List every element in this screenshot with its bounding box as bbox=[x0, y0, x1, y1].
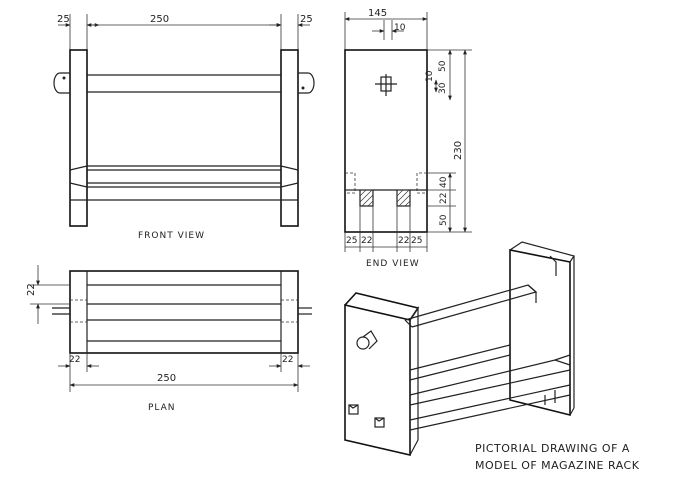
pictorial-title-line1: PICTORIAL DRAWING OF A bbox=[475, 442, 630, 455]
dim-end-bottom-25b: 25 bbox=[411, 236, 422, 246]
dim-end-slot: 10 bbox=[394, 23, 406, 33]
plan-label: PLAN bbox=[148, 403, 176, 413]
dim-end-22: 22 bbox=[439, 193, 449, 204]
front-view: 25 250 25 FRONT VIEW bbox=[53, 14, 315, 241]
dim-front-left: 25 bbox=[57, 14, 70, 25]
dim-end-width: 145 bbox=[368, 8, 387, 19]
dim-end-40: 40 bbox=[439, 176, 449, 188]
dim-end-10: 10 bbox=[425, 70, 435, 82]
dim-end-bottom-22a: 22 bbox=[361, 236, 372, 246]
front-view-label: FRONT VIEW bbox=[138, 231, 205, 241]
dim-plan-left: 22 bbox=[69, 355, 80, 365]
dim-end-bottom-22b: 22 bbox=[398, 236, 409, 246]
dim-end-50: 50 bbox=[438, 60, 448, 72]
dim-plan-thickness: 22 bbox=[26, 283, 37, 296]
pictorial-drawing: PICTORIAL DRAWING OF A MODEL OF MAGAZINE… bbox=[344, 241, 640, 472]
dim-plan-right: 22 bbox=[282, 355, 293, 365]
dim-end-bottom-25a: 25 bbox=[346, 236, 357, 246]
pictorial-title-line2: MODEL OF MAGAZINE RACK bbox=[475, 459, 640, 472]
end-view: 145 10 230 10 30 50 40 bbox=[344, 8, 472, 269]
dim-plan-width: 250 bbox=[157, 373, 176, 384]
dim-end-height: 230 bbox=[453, 141, 464, 160]
dim-end-50b: 50 bbox=[439, 214, 449, 226]
dim-front-width: 250 bbox=[150, 14, 169, 25]
plan-view: 22 22 22 250 PLAN bbox=[26, 265, 312, 413]
dim-front-right: 25 bbox=[300, 14, 313, 25]
end-view-label: END VIEW bbox=[366, 259, 420, 269]
dim-end-30: 30 bbox=[438, 82, 448, 94]
